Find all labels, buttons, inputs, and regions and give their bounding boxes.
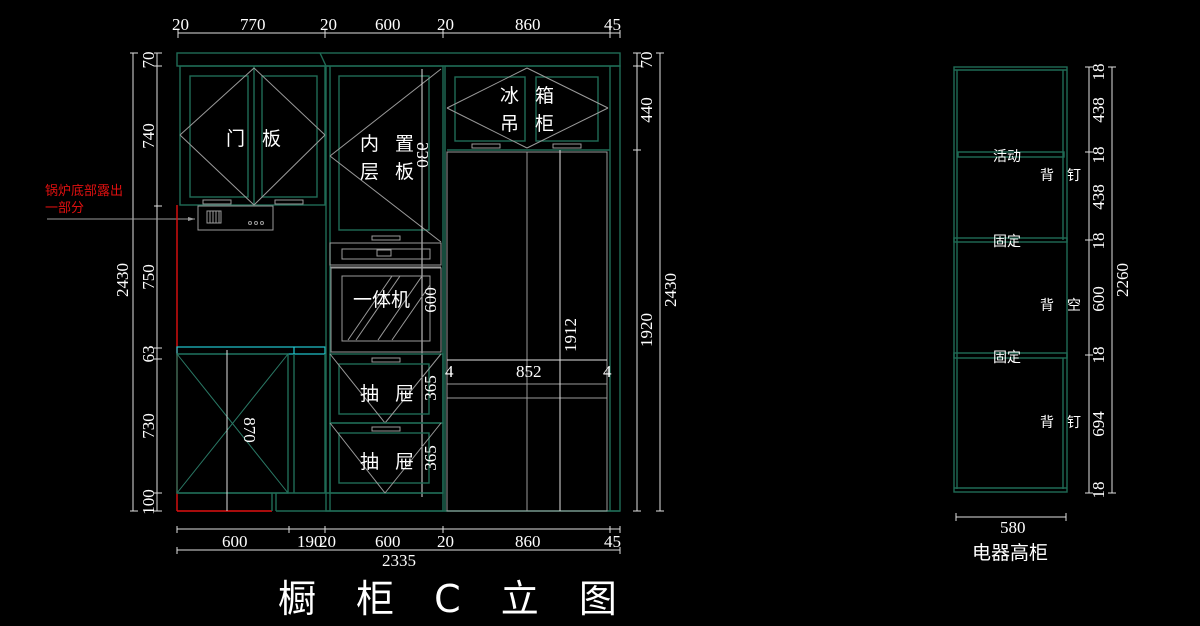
label-fixed-2: 固定 [993, 350, 1021, 366]
label-fridge-3: 吊 [500, 113, 519, 135]
side-dim-5: 600 [1089, 286, 1108, 312]
boiler-annotation: 锅炉底部露出 一部分 [45, 183, 195, 221]
label-drawer-b2: 屉 [395, 451, 414, 473]
bottom-dimension-chain: 600 190 20 600 20 860 45 2335 [176, 526, 621, 570]
label-back-nail-1b: 钉 [1067, 168, 1081, 184]
label-shelf-4: 板 [395, 161, 414, 183]
top-dim-4: 20 [437, 15, 454, 34]
label-fridge-2: 箱 [535, 85, 554, 107]
label-shelf-1: 内 [360, 133, 379, 155]
label-shelf-2: 置 [395, 133, 414, 155]
side-dim-1: 438 [1089, 97, 1108, 123]
bottom-total-dim: 2335 [382, 551, 416, 570]
oven-unit: 一体机 600 [329, 242, 442, 353]
drawing-title: 橱 柜 C 立 图 [278, 577, 631, 621]
top-dim-6: 45 [604, 15, 621, 34]
label-drawer-b1: 抽 [360, 451, 379, 473]
side-dim-8: 18 [1089, 482, 1108, 499]
appliance-tall-cabinet-section: 活动 固定 固定 背 钉 背 空 背 钉 18 438 18 438 18 60… [953, 64, 1132, 564]
dim-fridge-gap-right: 4 [603, 362, 612, 381]
bottom-dim-6: 45 [604, 532, 621, 551]
top-dim-1: 770 [240, 15, 266, 34]
dim-shelf-height: 930 [413, 142, 432, 168]
boiler [197, 205, 274, 231]
left-dim-2: 750 [139, 264, 158, 290]
left-dim-4: 730 [139, 413, 158, 439]
bottom-dim-5: 860 [515, 532, 541, 551]
top-dim-0: 20 [172, 15, 189, 34]
label-back-nail-2a: 背 [1040, 415, 1054, 431]
dim-base-height: 870 [240, 417, 259, 443]
side-dim-3: 438 [1089, 184, 1108, 210]
drawer-1: 抽 屉 365 [329, 353, 444, 424]
right-dim-2: 1920 [637, 313, 656, 347]
bottom-dim-4: 20 [437, 532, 454, 551]
label-fridge-4: 柜 [535, 113, 554, 135]
countertop [176, 346, 326, 355]
side-view-title: 电器高柜 [972, 542, 1048, 564]
bottom-dim-0: 600 [222, 532, 248, 551]
label-shelf-3: 层 [360, 161, 379, 183]
fixed-shelf-2 [953, 352, 1068, 359]
label-drawer-a1: 抽 [360, 383, 379, 405]
side-dim-6: 18 [1089, 347, 1108, 364]
label-oven: 一体机 [353, 289, 410, 311]
top-dim-2: 20 [320, 15, 337, 34]
side-dim-4: 18 [1089, 233, 1108, 250]
movable-shelf [957, 151, 1065, 158]
top-dim-3: 600 [375, 15, 401, 34]
top-crown [176, 52, 621, 67]
fixed-shelf-1 [953, 237, 1068, 243]
right-dimension-chain: 70 440 1920 2430 [633, 52, 680, 512]
label-back-empty-a: 背 [1040, 298, 1054, 314]
left-dim-1: 740 [139, 123, 158, 149]
base-cabinet: 870 [176, 350, 443, 511]
note-line-1: 锅炉底部露出 [45, 183, 123, 199]
right-dim-1: 440 [637, 97, 656, 123]
label-back-nail-1a: 背 [1040, 168, 1054, 184]
label-fixed-1: 固定 [993, 234, 1021, 250]
dim-fridge-height: 1912 [561, 318, 580, 352]
side-total-dim: 2260 [1113, 263, 1132, 297]
side-dim-7: 694 [1089, 411, 1108, 437]
bottom-dim-2: 20 [319, 532, 336, 551]
middle-column: 内 置 层 板 930 一体机 600 [325, 65, 444, 512]
dim-fridge-gap-left: 4 [445, 362, 454, 381]
left-total-dim: 2430 [113, 263, 132, 297]
side-dim-2: 18 [1089, 147, 1108, 164]
dim-fridge-width: 852 [516, 362, 542, 381]
note-line-2: 一部分 [45, 201, 84, 216]
left-wall-cabinet: 门 板 [179, 65, 326, 206]
left-dim-3: 63 [139, 346, 158, 363]
bottom-dim-1: 190 [297, 532, 323, 551]
bottom-dim-3: 600 [375, 532, 401, 551]
dim-drawer-1: 365 [421, 375, 440, 401]
fridge-column: 冰 箱 吊 柜 1912 4 852 4 [444, 65, 621, 512]
cabinet-elevation: 门 板 870 [176, 52, 621, 512]
label-drawer-a2: 屉 [395, 383, 414, 405]
label-door-right: 板 [262, 128, 281, 150]
drawer-2: 抽 屉 365 [329, 422, 444, 494]
dim-oven-height: 600 [421, 287, 440, 313]
leader-arrow-icon [188, 217, 195, 221]
left-dimension-chain: 2430 70 740 750 63 730 100 [113, 52, 162, 515]
label-back-empty-b: 空 [1067, 298, 1081, 314]
right-total-dim: 2430 [661, 273, 680, 307]
label-fridge-1: 冰 [500, 85, 519, 107]
side-width-dim: 580 [1000, 518, 1026, 537]
top-dimension-chain: 20 770 20 600 20 860 45 [172, 15, 621, 38]
right-dim-0: 70 [637, 52, 656, 69]
dim-drawer-2: 365 [421, 445, 440, 471]
label-back-nail-2b: 钉 [1067, 415, 1081, 431]
label-door-left: 门 [226, 128, 245, 150]
side-dim-0: 18 [1089, 64, 1108, 81]
top-dim-5: 860 [515, 15, 541, 34]
left-dim-0: 70 [139, 52, 158, 69]
label-movable: 活动 [993, 149, 1021, 165]
left-dim-5: 100 [139, 489, 158, 515]
